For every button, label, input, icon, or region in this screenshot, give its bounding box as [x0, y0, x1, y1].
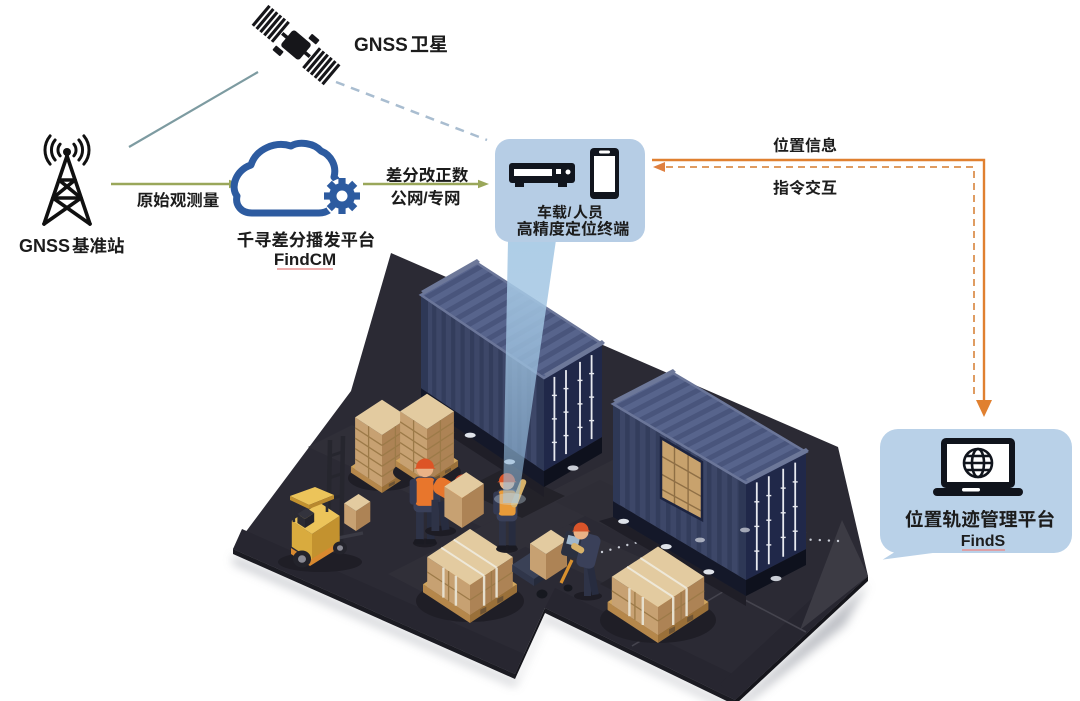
svg-text:GNSS: GNSS [19, 236, 70, 256]
svg-text:FindS: FindS [961, 533, 1006, 550]
svg-text:FindCM: FindCM [274, 250, 336, 269]
svg-text:/: / [568, 204, 572, 220]
svg-text:GNSS: GNSS [354, 35, 408, 56]
svg-text:/: / [423, 190, 428, 207]
